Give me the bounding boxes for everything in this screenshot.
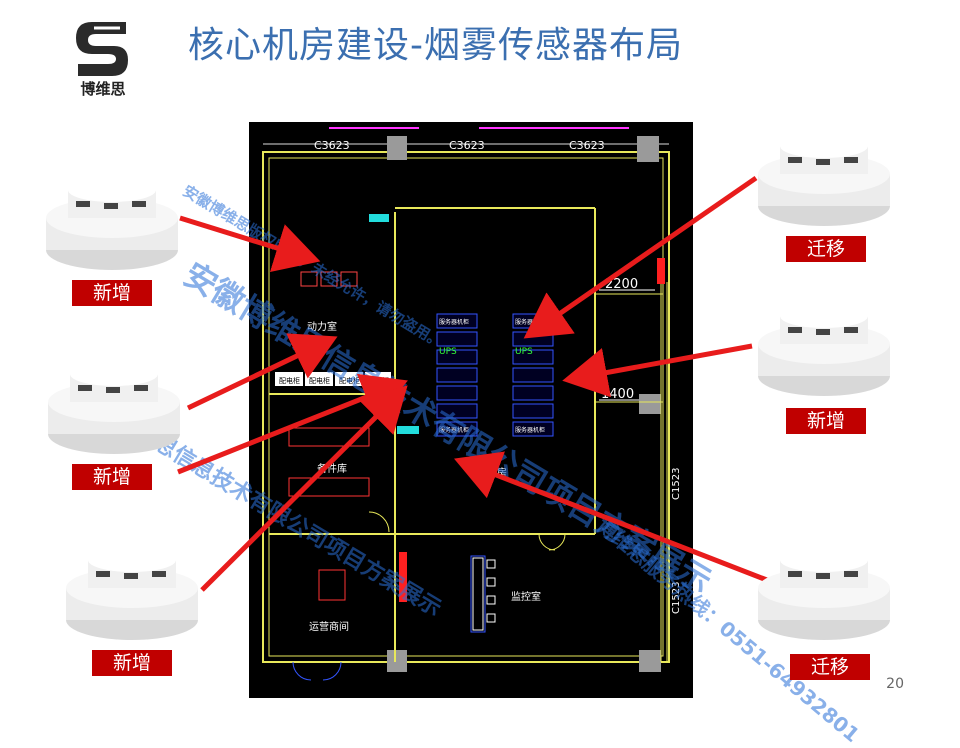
smoke-detector-icon <box>754 538 894 646</box>
smoke-detector-icon <box>42 168 182 276</box>
arrow-4 <box>200 385 408 592</box>
arrow-2 <box>186 333 338 411</box>
dim-top-1: C3623 <box>314 139 350 152</box>
room-monitor: 监控室 <box>511 590 541 603</box>
label-new-4: 新增 <box>786 408 866 434</box>
arrow-5 <box>523 175 758 339</box>
page-title: 核心机房建设-烟雾传感器布局 <box>188 25 683 66</box>
smoke-detector-icon <box>754 294 894 402</box>
dim-top-2: C3623 <box>449 139 485 152</box>
arrow-1 <box>179 215 321 273</box>
svg-text:配电柜: 配电柜 <box>279 376 300 385</box>
dim-top-3: C3623 <box>569 139 605 152</box>
smoke-detector-icon <box>62 538 202 646</box>
dim-side-1: C1523 <box>671 468 682 500</box>
room-ops: 运营商间 <box>309 620 349 633</box>
arrow-7 <box>454 451 773 585</box>
svg-text:配电柜: 配电柜 <box>309 376 330 385</box>
smoke-detector-icon <box>44 352 184 460</box>
label-new-3: 新增 <box>92 650 172 676</box>
logo-text: 博维思 <box>80 80 126 98</box>
logo-icon <box>68 14 136 96</box>
label-migrate-1: 迁移 <box>786 236 866 262</box>
svg-text:UPS: UPS <box>515 347 533 357</box>
dim-side-2: C1523 <box>671 582 682 614</box>
arrow-6 <box>562 343 753 398</box>
arrows-layer <box>177 175 773 592</box>
page-number: 20 <box>886 676 904 692</box>
arrow-3 <box>177 373 408 475</box>
svg-text:配电柜: 配电柜 <box>339 376 360 385</box>
svg-text:服务器机柜: 服务器机柜 <box>439 318 469 326</box>
label-migrate-2: 迁移 <box>790 654 870 680</box>
room-power: 动力室 <box>307 320 337 333</box>
svg-text:UPS: UPS <box>439 347 457 357</box>
svg-text:服务器机柜: 服务器机柜 <box>439 426 469 434</box>
floor-plan: C3623 C3623 C3623 C1523 C1523 2200 1400 <box>249 122 693 698</box>
svg-text:服务器机柜: 服务器机柜 <box>515 426 545 434</box>
smoke-detector-icon <box>754 124 894 232</box>
label-new-1: 新增 <box>72 280 152 306</box>
dim-2200: 2200 <box>605 277 638 292</box>
label-new-2: 新增 <box>72 464 152 490</box>
